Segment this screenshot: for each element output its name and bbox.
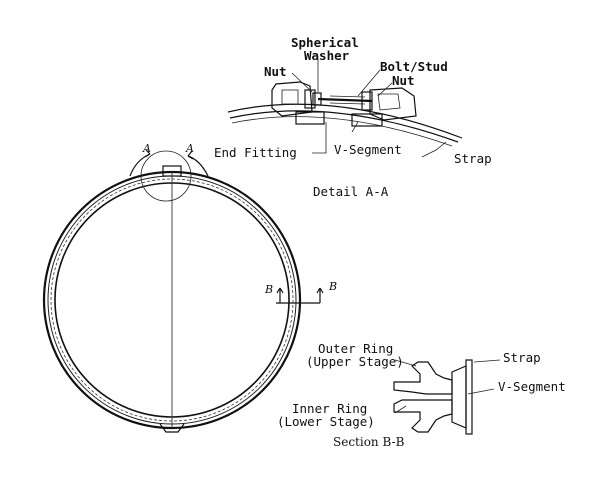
label-inner-ring: Inner Ring [292,401,367,416]
label-v-segment-section: V-Segment [498,379,566,394]
label-strap-section: Strap [503,350,541,365]
label-strap-top: Strap [454,151,492,166]
label-outer-ring: Outer Ring [318,341,393,356]
label-upper-stage: (Upper Stage) [306,354,404,369]
label-washer: Washer [304,48,350,63]
section-bb-drawing [393,359,501,435]
label-bolt-stud: Bolt/Stud [380,59,448,74]
label-spherical: Spherical [291,35,359,50]
label-v-segment-top: V-Segment [334,142,402,157]
detail-aa-title: Detail A-A [313,184,389,199]
section-b-marker [276,287,324,304]
marker-b-right: B [328,280,337,293]
marker-a-left: A [142,142,151,155]
detail-aa-drawing [227,59,463,158]
label-nut-left: Nut [264,64,287,79]
label-nut-right: Nut [392,73,415,88]
section-bb-title: Section B-B [333,435,405,449]
section-a-marker [129,149,209,177]
marker-b-left: B [264,283,273,296]
label-lower-stage: (Lower Stage) [277,414,375,429]
marker-a-right: A [185,142,194,155]
clamp-ring [42,150,302,433]
label-end-fitting: End Fitting [214,145,297,160]
